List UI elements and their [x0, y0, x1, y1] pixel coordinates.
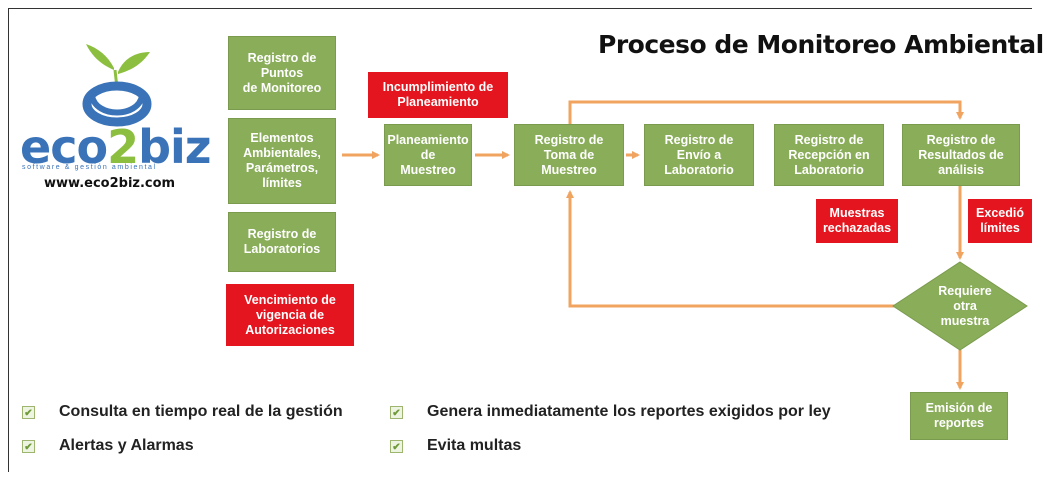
decision-requiere-muestra: Requiere otra muestra: [938, 284, 992, 328]
logo-wordmark: eco2biz: [20, 120, 212, 174]
eco2biz-logo: [82, 44, 152, 127]
diagram-frame: [8, 8, 1032, 472]
water-drop-icon: [82, 81, 152, 127]
box-registro-laboratorios: Registro de Laboratorios: [228, 212, 336, 272]
box-registro-puntos: Registro de Puntos de Monitoreo: [228, 36, 336, 110]
box-incumplimiento: Incumplimiento de Planeamiento: [368, 72, 508, 118]
arrow-diamond-toma: [566, 190, 898, 308]
check-icon: ✔: [22, 439, 35, 453]
box-planeamiento-muestreo: Planeamiento de Muestreo: [384, 124, 472, 186]
box-resultados-analisis: Registro de Resultados de análisis: [902, 124, 1020, 186]
box-muestras-rechazadas: Muestras rechazadas: [816, 199, 898, 243]
check-icon: ✔: [22, 405, 35, 419]
check-icon: ✔: [390, 439, 403, 453]
logo-tagline: software & gestión ambiental: [22, 164, 157, 171]
bullet-genera-reportes: ✔ Genera inmediatamente los reportes exi…: [390, 403, 831, 421]
box-emision-reportes: Emisión de reportes: [910, 392, 1008, 440]
box-envio-laboratorio: Registro de Envío a Laboratorio: [644, 124, 754, 186]
box-toma-muestreo: Registro de Toma de Muestreo: [514, 124, 624, 186]
check-icon: ✔: [390, 405, 403, 419]
bullet-alertas: ✔ Alertas y Alarmas: [22, 437, 194, 455]
arrow-toma-resultados: [568, 100, 964, 127]
box-recepcion-laboratorio: Registro de Recepción en Laboratorio: [774, 124, 884, 186]
box-excedio-limites: Excedió límites: [968, 199, 1032, 243]
logo-url: www.eco2biz.com: [44, 176, 176, 191]
box-vencimiento: Vencimiento de vigencia de Autorizacione…: [226, 284, 354, 346]
box-elementos-ambientales: Elementos Ambientales, Parámetros, límit…: [228, 118, 336, 204]
page-title: Proceso de Monitoreo Ambiental: [598, 30, 1044, 59]
bullet-evita-multas: ✔ Evita multas: [390, 437, 521, 455]
bullet-consulta: ✔ Consulta en tiempo real de la gestión: [22, 403, 343, 421]
decision-diamond: [892, 261, 1028, 351]
